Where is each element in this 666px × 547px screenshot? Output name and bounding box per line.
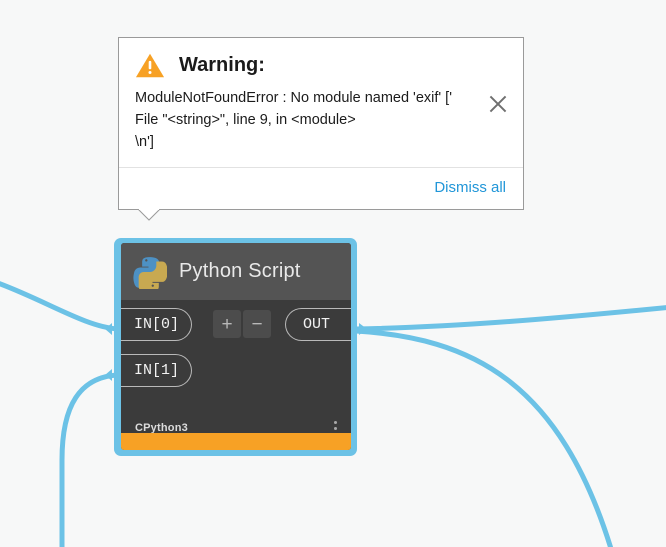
port-arrow-in-0 bbox=[105, 323, 112, 335]
warning-dialog: Warning: ModuleNotFoundError : No module… bbox=[118, 37, 524, 221]
engine-label: CPython3 bbox=[135, 422, 188, 434]
add-port-button[interactable]: + bbox=[213, 310, 241, 338]
wire-in-0 bbox=[0, 281, 121, 332]
output-port-0[interactable]: OUT bbox=[285, 308, 351, 341]
wire-in-1 bbox=[59, 372, 121, 547]
close-icon[interactable] bbox=[485, 91, 511, 117]
node-title: Python Script bbox=[179, 260, 301, 282]
warning-actions: Dismiss all bbox=[119, 168, 523, 209]
port-arrow-in-1 bbox=[105, 369, 112, 381]
wire-out-top bbox=[353, 305, 666, 332]
warning-divider bbox=[119, 167, 523, 168]
warning-message: ModuleNotFoundError : No module named 'e… bbox=[135, 90, 452, 150]
node-status-bar bbox=[121, 433, 351, 450]
warning-body: ModuleNotFoundError : No module named 'e… bbox=[119, 85, 523, 167]
python-logo-icon bbox=[133, 256, 167, 289]
remove-port-button[interactable]: − bbox=[243, 310, 271, 338]
output-port-0-label: OUT bbox=[303, 316, 331, 333]
dismiss-all-link[interactable]: Dismiss all bbox=[434, 179, 506, 196]
python-script-node[interactable]: Python Script IN[0] IN[1] + − OUT CPyth bbox=[114, 238, 357, 456]
port-buttons: + − bbox=[213, 310, 271, 338]
warning-title: Warning: bbox=[179, 54, 265, 76]
wire-out-bottom bbox=[353, 328, 614, 547]
input-port-0-label: IN[0] bbox=[134, 316, 180, 333]
warning-header: Warning: bbox=[119, 38, 523, 85]
dialog-tail bbox=[138, 209, 160, 221]
port-arrow-out bbox=[359, 323, 367, 335]
node-body: IN[0] IN[1] + − OUT CPython3 bbox=[121, 300, 351, 444]
input-port-1[interactable]: IN[1] bbox=[121, 354, 192, 387]
input-port-1-label: IN[1] bbox=[134, 362, 180, 379]
warning-triangle-icon bbox=[135, 53, 165, 78]
node-inner: Python Script IN[0] IN[1] + − OUT CPyth bbox=[121, 243, 351, 450]
input-port-0[interactable]: IN[0] bbox=[121, 308, 192, 341]
node-header[interactable]: Python Script bbox=[121, 243, 351, 300]
